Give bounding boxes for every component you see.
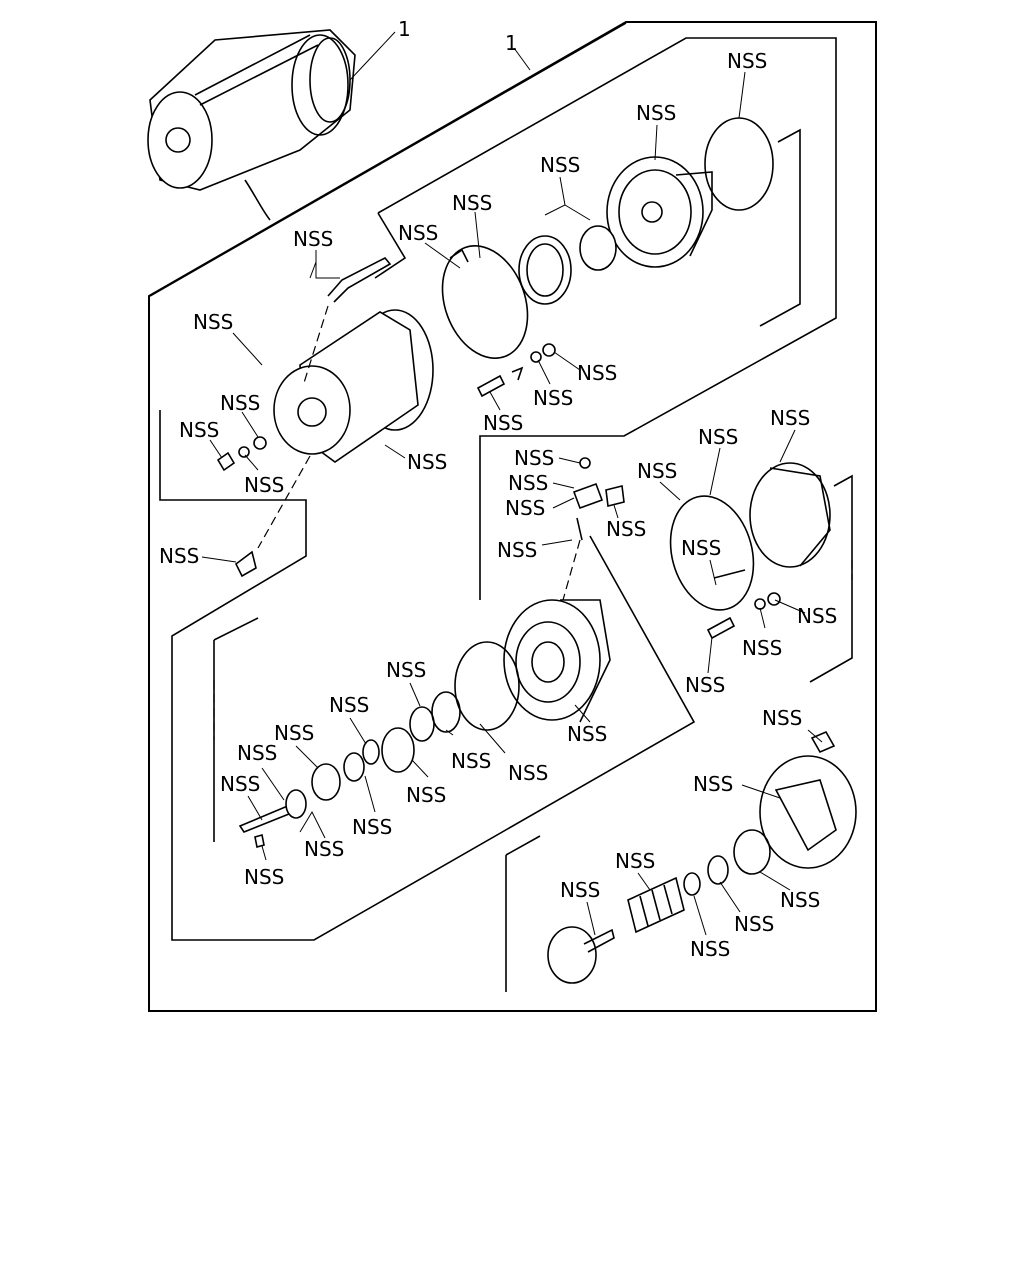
circlip bbox=[362, 739, 380, 765]
outer-frame bbox=[148, 21, 877, 1012]
label-nss: NSS bbox=[179, 418, 219, 442]
label-nss: NSS bbox=[685, 673, 725, 697]
o-ring-large bbox=[704, 117, 774, 211]
washer-upper-a bbox=[530, 351, 542, 363]
label-nss: NSS bbox=[220, 772, 260, 796]
group-box-2-left bbox=[374, 212, 407, 279]
oring-small-left-a bbox=[253, 436, 267, 450]
label-nss: NSS bbox=[693, 772, 733, 796]
bearing-small bbox=[707, 855, 729, 885]
label-nss: NSS bbox=[727, 49, 767, 73]
label-nss: NSS bbox=[329, 693, 369, 717]
label-assembly-1-frame: 1 bbox=[505, 31, 518, 55]
label-assembly-1-top: 1 bbox=[398, 17, 411, 41]
label-nss: NSS bbox=[734, 912, 774, 936]
snap-ring-a bbox=[431, 691, 461, 733]
label-nss: NSS bbox=[237, 741, 277, 765]
label-nss: NSS bbox=[540, 153, 580, 177]
suction-pipe bbox=[327, 256, 392, 303]
label-nss: NSS bbox=[293, 227, 333, 251]
rear-head bbox=[606, 156, 713, 268]
plug-lower-left bbox=[234, 550, 257, 578]
label-nss: NSS bbox=[681, 536, 721, 560]
label-nss: NSS bbox=[577, 361, 617, 385]
front-head bbox=[503, 599, 611, 723]
spacer-ring bbox=[733, 829, 771, 875]
seal-ring bbox=[381, 727, 415, 773]
group-box-6 bbox=[505, 835, 541, 992]
label-nss: NSS bbox=[398, 221, 438, 245]
shift-linkage bbox=[572, 457, 625, 541]
label-nss: NSS bbox=[244, 473, 284, 497]
label-nss: NSS bbox=[567, 722, 607, 746]
group-box-2 bbox=[377, 37, 837, 600]
valve-plate bbox=[518, 225, 617, 305]
label-nss: NSS bbox=[514, 446, 554, 470]
label-nss: NSS bbox=[407, 450, 447, 474]
label-nss: NSS bbox=[508, 761, 548, 785]
snap-ring-b bbox=[409, 706, 435, 742]
label-nss: NSS bbox=[274, 721, 314, 745]
label-nss: NSS bbox=[762, 706, 802, 730]
spring bbox=[627, 876, 685, 934]
nut-lower-b bbox=[767, 592, 781, 606]
label-nss: NSS bbox=[690, 937, 730, 961]
washer-small-left bbox=[238, 446, 250, 458]
band-clamp-upper bbox=[441, 245, 529, 381]
band-clamp-lower bbox=[669, 495, 755, 611]
label-nss: NSS bbox=[606, 517, 646, 541]
label-nss: NSS bbox=[386, 658, 426, 682]
nut-upper-b bbox=[542, 343, 556, 357]
label-nss: NSS bbox=[505, 496, 545, 520]
o-ring-mid bbox=[454, 641, 520, 731]
label-nss: NSS bbox=[304, 837, 344, 861]
label-nss: NSS bbox=[637, 459, 677, 483]
bearing bbox=[311, 763, 341, 801]
label-nss: NSS bbox=[560, 878, 600, 902]
label-nss: NSS bbox=[483, 411, 523, 435]
label-nss: NSS bbox=[780, 888, 820, 912]
label-nss: NSS bbox=[508, 471, 548, 495]
label-nss: NSS bbox=[452, 191, 492, 215]
label-nss: NSS bbox=[451, 749, 491, 773]
label-nss: NSS bbox=[698, 425, 738, 449]
assembled-compressor bbox=[147, 29, 356, 221]
bolt-upper bbox=[476, 374, 506, 398]
valve bbox=[547, 926, 615, 984]
dash-line-2 bbox=[257, 455, 311, 549]
label-nss: NSS bbox=[159, 544, 199, 568]
label-nss: NSS bbox=[742, 636, 782, 660]
label-nss: NSS bbox=[220, 391, 260, 415]
group-box-1 bbox=[149, 22, 627, 297]
key-pin bbox=[254, 833, 265, 849]
nut-small bbox=[683, 872, 701, 896]
clutch-housing bbox=[759, 730, 857, 869]
label-nss: NSS bbox=[615, 849, 655, 873]
bolt-lower bbox=[706, 616, 736, 640]
label-nss: NSS bbox=[352, 815, 392, 839]
group-box-3 bbox=[159, 410, 696, 941]
dash-line-3 bbox=[562, 539, 581, 601]
label-nss: NSS bbox=[797, 604, 837, 628]
label-nss: NSS bbox=[406, 783, 446, 807]
label-nss: NSS bbox=[533, 386, 573, 410]
washer-lower-a bbox=[754, 598, 766, 610]
shaft bbox=[238, 789, 307, 833]
label-nss: NSS bbox=[636, 101, 676, 125]
cylinder-block bbox=[273, 309, 434, 463]
label-nss: NSS bbox=[770, 406, 810, 430]
rear-cover bbox=[749, 462, 831, 568]
c-clip bbox=[343, 752, 365, 782]
group-box-7 bbox=[213, 617, 259, 842]
label-nss: NSS bbox=[193, 310, 233, 334]
group-box-4 bbox=[759, 128, 801, 327]
label-nss: NSS bbox=[497, 538, 537, 562]
leader-lines bbox=[201, 31, 823, 936]
label-nss: NSS bbox=[244, 865, 284, 889]
